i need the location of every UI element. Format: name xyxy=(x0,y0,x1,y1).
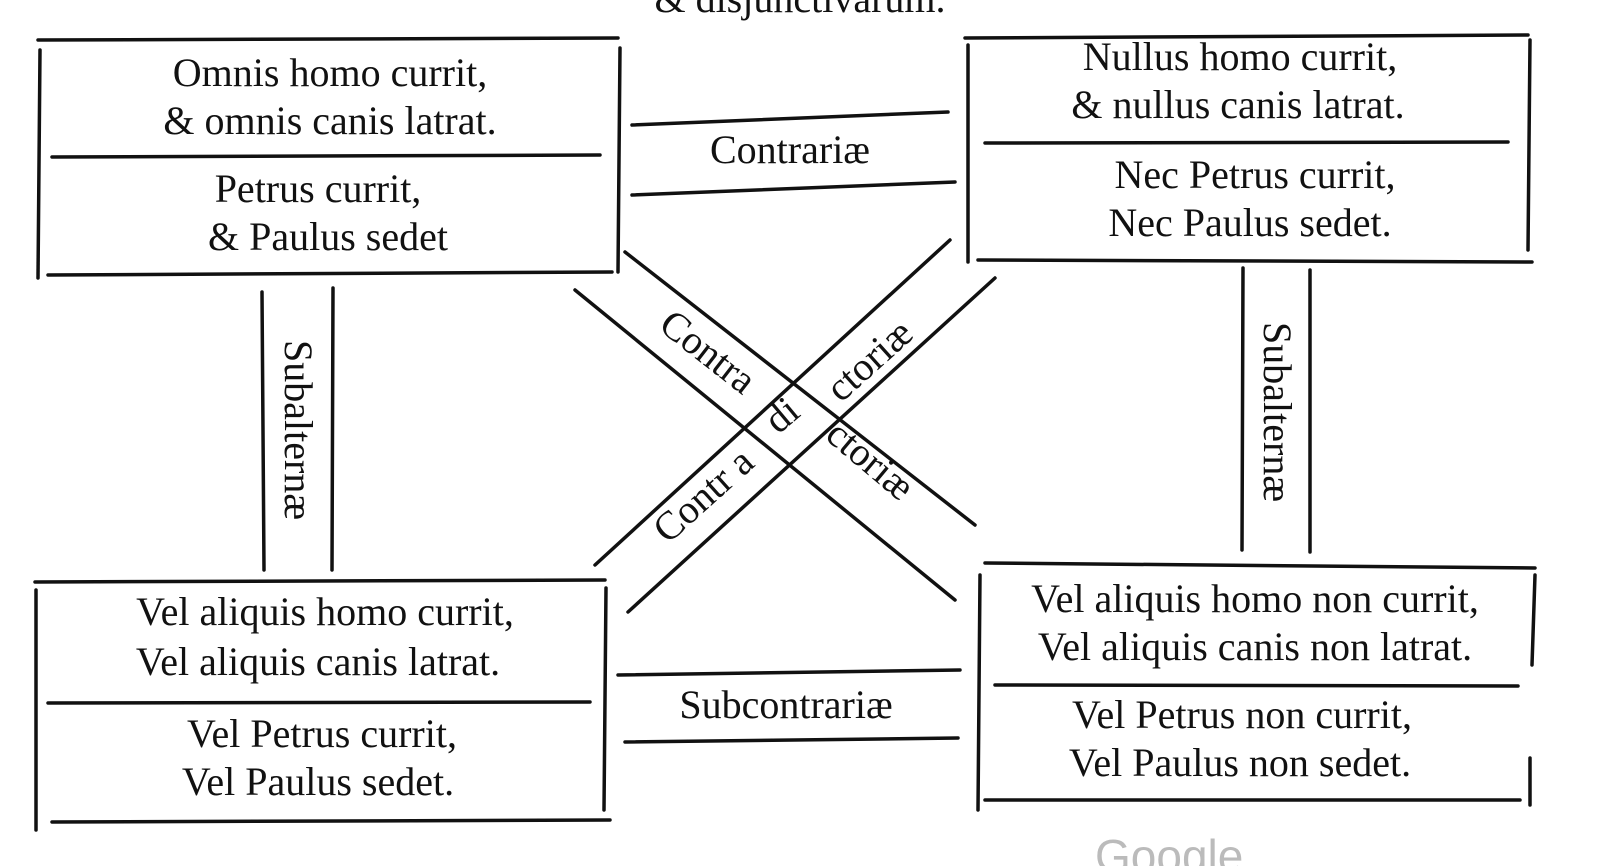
box-tr-upper-1: Nullus homo currit, xyxy=(1083,34,1397,79)
contradictoriae-b1: Contr a xyxy=(644,438,763,551)
contrariae-band: Contrariæ xyxy=(630,110,957,197)
box-tr-upper-2: & nullus canis latrat. xyxy=(1071,82,1404,127)
box-bl-lower-2: Vel Paulus sedet. xyxy=(182,759,454,804)
box-bottom-left: Vel aliquis homo currit, Vel aliquis can… xyxy=(33,578,612,832)
title-fragment: & disjunctivarum. xyxy=(654,0,945,21)
box-br-upper-2: Vel aliquis canis non latrat. xyxy=(1038,624,1472,669)
box-tl-upper-1: Omnis homo currit, xyxy=(173,50,487,95)
subalternae-right-label: Subalternæ xyxy=(1255,322,1300,502)
contradictoriae-b2: ctoriæ xyxy=(818,410,924,509)
box-br-lower-2: Vel Paulus non sedet. xyxy=(1069,740,1411,785)
subalternae-right-band: Subalternæ xyxy=(1240,266,1312,554)
contrariae-label: Contrariæ xyxy=(710,127,870,172)
box-br-lower-1: Vel Petrus non currit, xyxy=(1072,692,1412,737)
box-bl-upper-1: Vel aliquis homo currit, xyxy=(136,589,514,634)
box-top-right: Nullus homo currit, & nullus canis latra… xyxy=(963,33,1534,264)
box-top-left: Omnis homo currit, & omnis canis latrat.… xyxy=(36,36,622,280)
box-bottom-right: Vel aliquis homo non currit, Vel aliquis… xyxy=(976,561,1537,812)
box-bl-upper-2: Vel aliquis canis latrat. xyxy=(136,639,500,684)
box-tl-lower-1: Petrus currit, xyxy=(215,166,422,211)
box-br-upper-1: Vel aliquis homo non currit, xyxy=(1031,576,1479,621)
watermark: Google xyxy=(1095,830,1243,866)
subalternae-left-label: Subalternæ xyxy=(276,340,321,520)
subcontrariae-label: Subcontrariæ xyxy=(679,682,892,727)
subcontrariae-band: Subcontrariæ xyxy=(616,668,962,744)
contradictoriae-cross: Contra di ctoriæ Contr a ctoriæ xyxy=(573,238,997,614)
subalternae-left-band: Subalternæ xyxy=(260,286,335,572)
box-tl-upper-2: & omnis canis latrat. xyxy=(163,98,496,143)
box-tr-lower-2: Nec Paulus sedet. xyxy=(1108,200,1391,245)
box-tr-lower-1: Nec Petrus currit, xyxy=(1114,152,1395,197)
contradictoriae-center: di xyxy=(755,387,808,441)
box-bl-lower-1: Vel Petrus currit, xyxy=(187,711,457,756)
box-tl-lower-2: & Paulus sedet xyxy=(208,214,448,259)
